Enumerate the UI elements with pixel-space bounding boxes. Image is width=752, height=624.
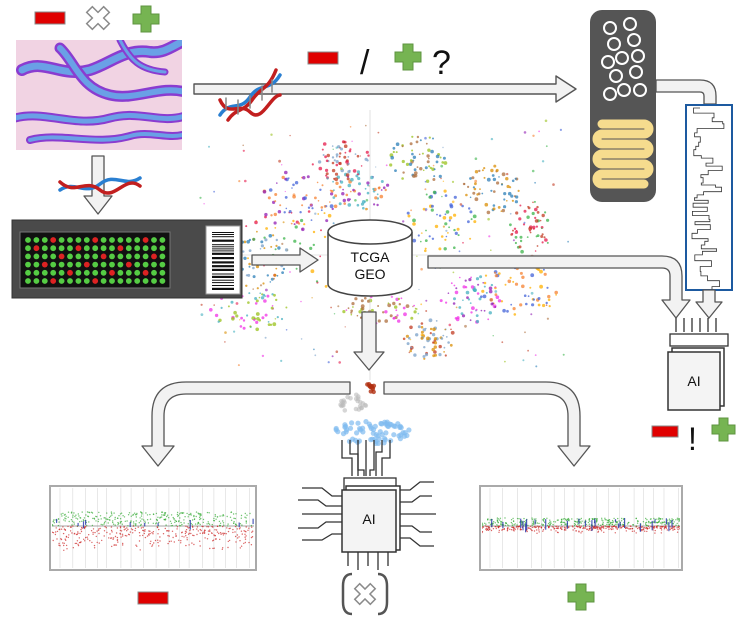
- minus-icon: [307, 51, 339, 65]
- embedding-scatter-cloud: [199, 110, 580, 380]
- plus-icon: [711, 417, 736, 442]
- arrow-database-down: [353, 311, 385, 371]
- mini-scatter-cloud: [333, 382, 412, 446]
- ai-chip-right: AI: [667, 318, 729, 411]
- cnv-plot-right: [479, 485, 683, 571]
- plus-icon: [132, 5, 160, 33]
- dna-icon: [58, 176, 142, 195]
- cross-icon: [353, 582, 377, 606]
- minus-icon: [34, 11, 66, 25]
- bracketed-cross-icon: [341, 572, 389, 616]
- plus-icon: [567, 583, 595, 611]
- top-left-icon-row: [34, 5, 160, 33]
- arrow-database-to-ai: [427, 255, 691, 319]
- arrow-array-to-database: [251, 247, 319, 273]
- arrow-signal-to-ai: [695, 289, 723, 319]
- signal-track-panel: [685, 104, 733, 291]
- tissue-histology-image: [16, 40, 182, 150]
- exclaim-symbol: !: [688, 421, 697, 457]
- arrow-split-left: [141, 381, 351, 467]
- database-label-line2: GEO: [354, 266, 385, 282]
- microarray-icon: [11, 219, 243, 299]
- arrow-split-right: [383, 381, 591, 467]
- minus-icon: [651, 425, 679, 438]
- slash-symbol: /: [360, 44, 370, 82]
- ai-chip-right-label: AI: [687, 373, 700, 389]
- minus-icon: [137, 591, 169, 605]
- sequencer-flowcell-icon: [590, 10, 656, 202]
- dna-icon: [218, 68, 282, 122]
- ai-chip-bottom: AI: [298, 440, 436, 570]
- arrow-sequencer-to-signal: [655, 79, 717, 105]
- cnv-plot-left: [49, 485, 257, 571]
- plus-icon: [394, 43, 422, 71]
- database-label-line1: TCGA: [351, 249, 391, 265]
- ai-chip-bottom-label: AI: [362, 511, 375, 527]
- question-symbol: ?: [432, 44, 451, 82]
- cross-icon: [85, 5, 111, 31]
- database-icon: TCGA GEO: [327, 219, 413, 297]
